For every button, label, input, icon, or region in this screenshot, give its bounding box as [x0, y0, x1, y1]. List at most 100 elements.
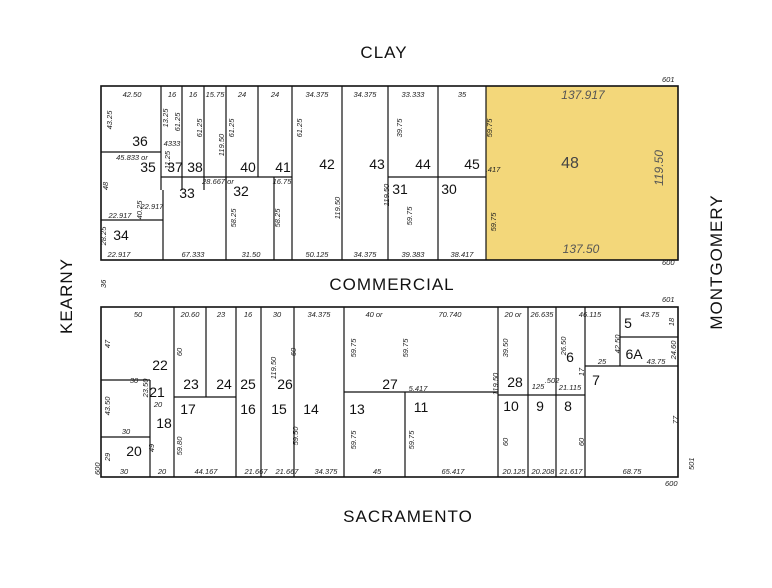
street-label-commercial: COMMERCIAL: [329, 275, 454, 294]
street-label-montgomery: MONTGOMERY: [707, 194, 726, 329]
dimension-label: 16: [189, 90, 198, 99]
lot-number[interactable]: 33: [179, 185, 195, 201]
dimension-label: 30: [122, 427, 131, 436]
dimension-label: 77: [671, 415, 680, 424]
highlighted-lot-rear: 137.50: [563, 242, 600, 256]
dimension-label: 65.417: [442, 467, 466, 476]
dimension-label: 60: [577, 437, 586, 446]
lot-number[interactable]: 18: [156, 415, 172, 431]
dimension-label: 4333: [164, 139, 182, 148]
lot-number[interactable]: 24: [216, 376, 232, 392]
address-mark: 601: [662, 295, 675, 304]
dimension-label: 34.375: [315, 467, 339, 476]
dimension-label: 23.50: [141, 378, 150, 399]
dimension-label: 58.25: [229, 208, 238, 228]
address-mark: 501: [687, 457, 696, 470]
lot-number[interactable]: 20: [126, 443, 142, 459]
lot-number[interactable]: 32: [233, 183, 249, 199]
south-dimension-labels: 50 20.60 23 16 30 34.375 40 or 70.740 20…: [103, 310, 680, 476]
dimension-label: 34.375: [306, 90, 330, 99]
lot-number[interactable]: 14: [303, 401, 319, 417]
dimension-label: 59.75: [401, 338, 410, 358]
lot-number[interactable]: 25: [240, 376, 256, 392]
dimension-label: 45: [373, 467, 382, 476]
lot-number[interactable]: 40: [240, 159, 256, 175]
lot-number[interactable]: 8: [564, 398, 572, 414]
dimension-label: 46.115: [579, 310, 602, 319]
dimension-label: 30: [273, 310, 282, 319]
lot-number[interactable]: 28: [507, 374, 523, 390]
lot-number[interactable]: 5: [624, 315, 632, 331]
lot-number[interactable]: 44: [415, 156, 431, 172]
lot-number[interactable]: 11: [414, 399, 429, 415]
dimension-label: 119.50: [217, 133, 226, 156]
lot-number[interactable]: 15: [271, 401, 287, 417]
lot-number[interactable]: 27: [382, 376, 398, 392]
dimension-label: 59.50: [291, 426, 300, 446]
lot-number[interactable]: 37: [167, 159, 183, 175]
lot-number[interactable]: 30: [441, 181, 457, 197]
dimension-label: 29: [103, 452, 112, 462]
dimension-label: .502: [545, 376, 560, 385]
dimension-label: 22.917: [140, 202, 165, 211]
dimension-label: 42.50: [123, 90, 143, 99]
dimension-label: 119.50: [382, 183, 391, 206]
dimension-label: 24: [270, 90, 279, 99]
dimension-label: 20.60: [180, 310, 201, 319]
highlighted-lot-number[interactable]: 48: [561, 155, 579, 172]
address-mark: 600: [662, 258, 675, 267]
dimension-label: 67.333: [182, 250, 206, 259]
lot-number[interactable]: 34: [113, 227, 129, 243]
highlighted-lot-depth: 119.50: [652, 150, 666, 186]
street-label-sacramento: SACRAMENTO: [343, 507, 473, 526]
lot-number[interactable]: 7: [592, 372, 600, 388]
lot-number[interactable]: 38: [187, 159, 203, 175]
dimension-label: 61.25: [173, 112, 182, 132]
lot-number[interactable]: 6A: [625, 346, 643, 362]
dimension-label: 59.80: [175, 436, 184, 456]
lot-number[interactable]: 6: [566, 349, 574, 365]
lot-number[interactable]: 36: [132, 133, 148, 149]
lot-number[interactable]: 43: [369, 156, 385, 172]
dimension-label: 59.75: [349, 430, 358, 450]
lot-number[interactable]: 21: [149, 384, 165, 400]
highlighted-lot-frontage: 137.917: [561, 88, 606, 102]
dimension-label: 34.375: [354, 90, 378, 99]
dimension-label: 58.25: [273, 208, 282, 228]
lot-number[interactable]: 17: [180, 401, 196, 417]
highlighted-parcel-48[interactable]: [486, 86, 678, 260]
lot-number[interactable]: 10: [503, 398, 519, 414]
lot-number[interactable]: 35: [140, 159, 156, 175]
lot-number[interactable]: 31: [392, 181, 408, 197]
dimension-label: 20.125: [502, 467, 527, 476]
dimension-label: 40.25: [135, 200, 144, 220]
dimension-label: 43.25: [105, 110, 114, 130]
dimension-label: 16.75: [273, 177, 293, 186]
dimension-label: 50: [134, 310, 143, 319]
lot-number[interactable]: 22: [152, 357, 168, 373]
south-block-outline: [100, 306, 679, 478]
dimension-label: 20.208: [531, 467, 556, 476]
dimension-label: 28.667 or: [201, 177, 234, 186]
lot-number[interactable]: 16: [240, 401, 256, 417]
lot-number[interactable]: 23: [183, 376, 199, 392]
dimension-label: .417: [486, 165, 501, 174]
dimension-label: 23: [216, 310, 226, 319]
dimension-label: 61.25: [227, 118, 236, 138]
dimension-label: 26.50: [559, 336, 568, 357]
dimension-label: 18: [667, 317, 676, 326]
dimension-label: 61.25: [295, 118, 304, 138]
street-label-kearny: KEARNY: [57, 258, 76, 334]
dimension-label: 11.25: [163, 150, 172, 169]
lot-number[interactable]: 41: [275, 159, 291, 175]
lot-number[interactable]: 45: [464, 156, 480, 172]
lot-number[interactable]: 26: [277, 376, 293, 392]
dimension-label: 21.617: [559, 467, 584, 476]
lot-number[interactable]: 9: [536, 398, 544, 414]
lot-number[interactable]: 13: [349, 401, 365, 417]
dimension-label: 70.740: [439, 310, 463, 319]
dimension-label: 5.417: [409, 384, 429, 393]
dimension-label: 25: [597, 357, 607, 366]
lot-number[interactable]: 42: [319, 156, 335, 172]
